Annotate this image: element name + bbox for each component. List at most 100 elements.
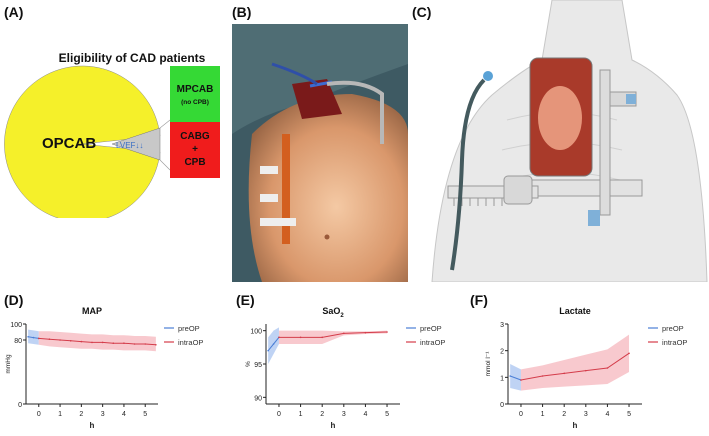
mpcab-label: MPCAB (177, 84, 214, 95)
x-tick-label: 2 (79, 411, 83, 418)
legend-label-intraOP: intraOP (178, 338, 203, 347)
pie-label-lvef: LVEF↓↓ (116, 141, 143, 150)
y-axis-label: % (245, 361, 252, 367)
y-tick-label: 100 (10, 322, 22, 329)
x-tick-label: 2 (320, 411, 324, 418)
panel-label-f: (F) (470, 292, 488, 308)
band-intraOP (520, 334, 630, 391)
sao2-chart: SaO2 90 95 100 0 1 2 3 4 5 h% preOP intraOP (245, 306, 445, 430)
y-tick-label: 1 (500, 375, 504, 382)
point-intraOP (386, 331, 388, 333)
x-tick-label: 1 (58, 411, 62, 418)
cabg-label: CABG (180, 131, 210, 142)
chart-title: MAP (82, 306, 102, 316)
point-intraOP (48, 338, 51, 340)
eligibility-pie-diagram: Eligibility of CAD patients OPCAB LVEF↓↓… (4, 51, 220, 218)
point-intraOP (123, 342, 125, 344)
line-preOP (509, 375, 522, 381)
x-tick-label: 2 (562, 411, 566, 418)
x-axis-label: h (573, 421, 578, 430)
band-intraOP (38, 331, 156, 352)
x-tick-label: 3 (342, 411, 346, 418)
point-intraOP (91, 341, 93, 344)
point-preOP (509, 375, 511, 377)
x-tick-label: 5 (143, 411, 147, 418)
band-preOP (268, 327, 279, 364)
band-intraOP (278, 330, 388, 344)
point-intraOP (606, 367, 609, 369)
point-preOP (267, 349, 269, 352)
point-intraOP (59, 339, 61, 341)
y-tick-label: 95 (254, 362, 262, 369)
x-tick-label: 3 (584, 411, 588, 418)
x-tick-label: 4 (122, 411, 126, 418)
chart-title: Lactate (559, 306, 591, 316)
point-intraOP (585, 369, 587, 372)
point-preOP (272, 343, 275, 345)
point-intraOP (112, 342, 115, 344)
point-intraOP (563, 372, 565, 375)
x-tick-label: 1 (299, 411, 303, 418)
legend-label-preOP: preOP (420, 324, 442, 333)
legend-label-intraOP: intraOP (662, 338, 687, 347)
x-axis-label: h (331, 421, 336, 430)
point-intraOP (321, 336, 323, 339)
band-preOP (510, 364, 521, 391)
point-intraOP (628, 352, 630, 355)
y-tick-label: 80 (14, 338, 22, 345)
x-tick-label: 0 (277, 411, 281, 418)
chart-title: SaO2 (322, 306, 344, 319)
legend-label-preOP: preOP (662, 324, 684, 333)
y-tick-label: 0 (500, 402, 504, 409)
y-tick-label: 90 (254, 395, 262, 402)
y-tick-label: 100 (250, 329, 262, 336)
point-intraOP (364, 331, 367, 334)
point-intraOP (541, 375, 544, 377)
x-axis-label: h (90, 421, 95, 430)
surgical-photo (232, 24, 408, 282)
point-preOP (27, 336, 29, 338)
x-tick-label: 5 (385, 411, 389, 418)
line-intraOP (38, 337, 156, 346)
point-intraOP (37, 337, 40, 340)
line-intraOP (278, 331, 388, 338)
pie-slice-lvef-wedge (111, 127, 161, 161)
point-intraOP (133, 343, 136, 345)
y-axis-label: mmHg (5, 354, 12, 374)
point-intraOP (155, 344, 157, 346)
mpcab-sublabel: (no CPB) (181, 99, 209, 106)
y-tick-label: 2 (500, 349, 504, 356)
point-preOP (32, 336, 35, 339)
surgical-illustration (431, 0, 708, 282)
pie-title: Eligibility of CAD patients (59, 51, 206, 65)
panel-label-e: (E) (236, 292, 255, 308)
line-intraOP (520, 352, 630, 381)
legend-label-intraOP: intraOP (420, 338, 445, 347)
cabg-box (170, 122, 220, 178)
x-tick-label: 0 (37, 411, 41, 418)
point-intraOP (144, 343, 147, 345)
map-chart: MAP 0 80 100 0 1 2 3 4 5 h mmHg preOP intraOP (5, 306, 203, 430)
x-tick-label: 4 (363, 411, 367, 418)
point-intraOP (69, 340, 72, 342)
x-tick-label: 5 (627, 411, 631, 418)
panel-label-c: (C) (412, 4, 432, 20)
pie-label-opcab: OPCAB (42, 135, 96, 152)
x-tick-label: 0 (519, 411, 523, 418)
point-intraOP (278, 336, 280, 339)
mpcab-box (170, 66, 220, 122)
legend-label-preOP: preOP (178, 324, 200, 333)
pie-slice-opcab (4, 65, 161, 218)
point-intraOP (343, 332, 345, 335)
point-intraOP (520, 379, 522, 381)
y-axis-label: mmol l⁻¹ (485, 351, 492, 377)
cabg-plus: + (192, 144, 198, 155)
point-intraOP (101, 341, 104, 344)
x-tick-label: 4 (605, 411, 609, 418)
x-tick-label: 3 (101, 411, 105, 418)
y-tick-label: 0 (18, 402, 22, 409)
point-intraOP (299, 336, 302, 339)
cpb-label: CPB (184, 157, 205, 168)
y-tick-label: 3 (500, 322, 504, 329)
